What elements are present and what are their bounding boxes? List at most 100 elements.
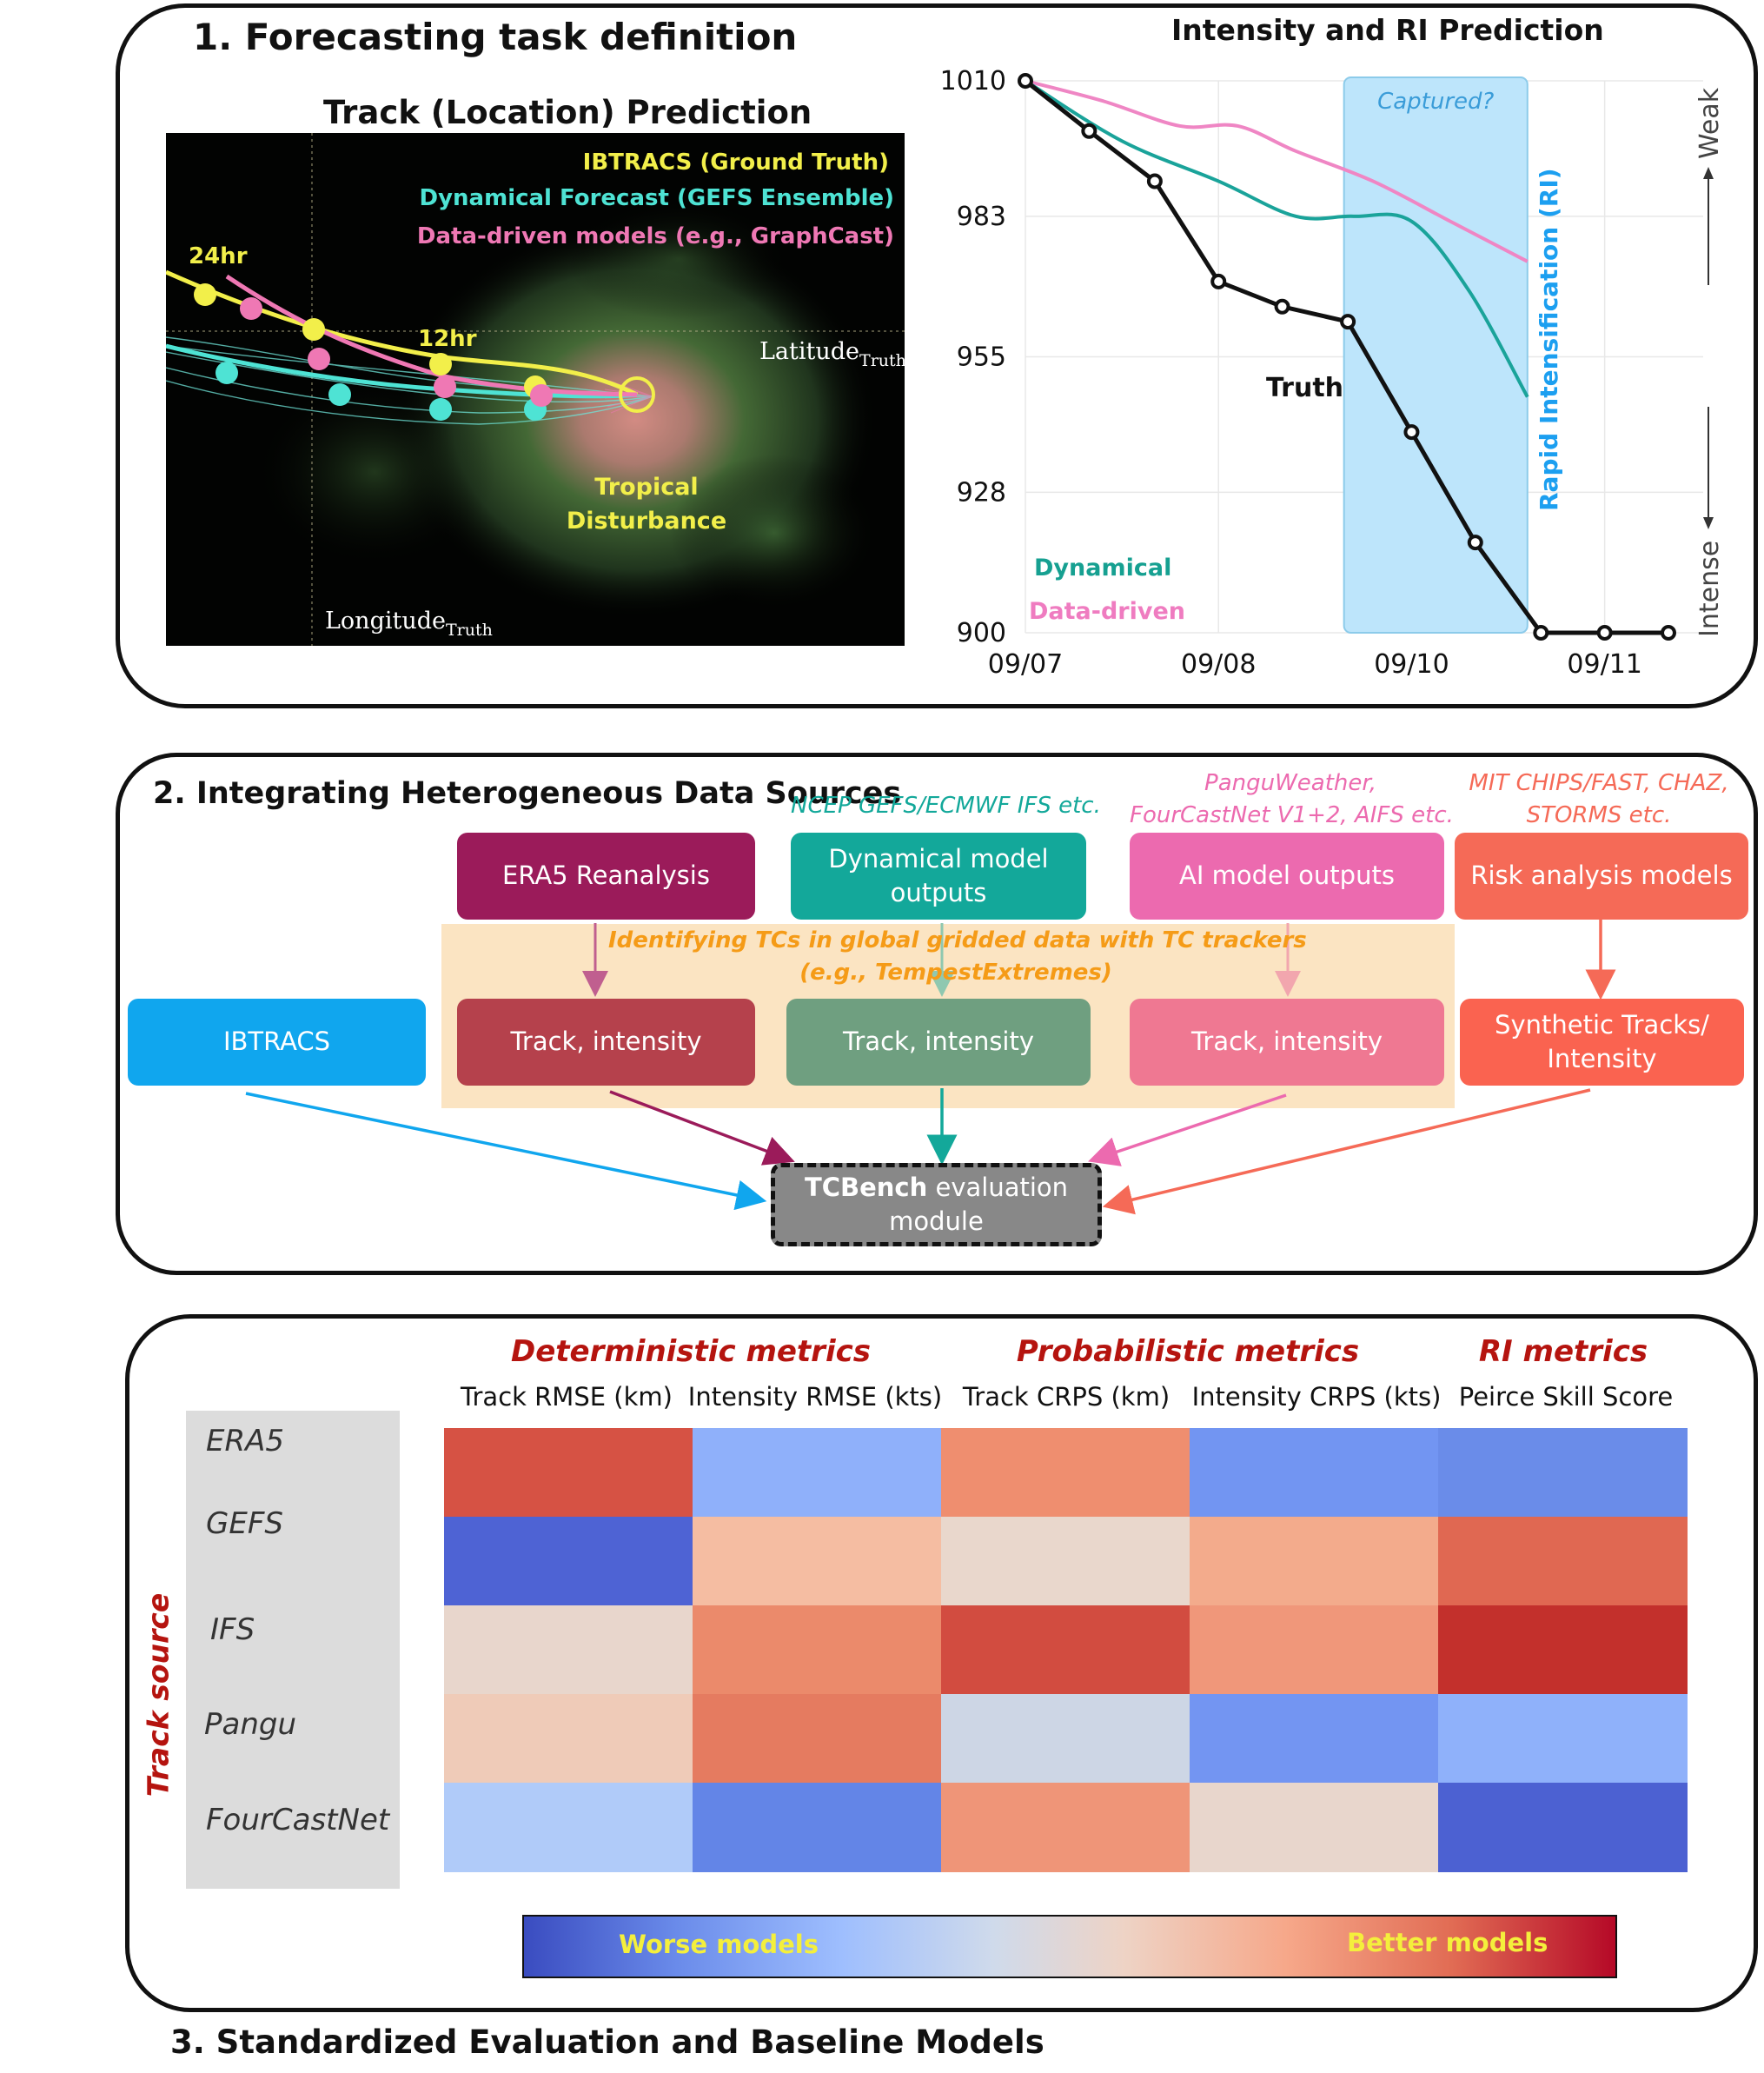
truth-point-0 <box>1018 73 1033 89</box>
truth-point-8 <box>1533 625 1549 641</box>
tcbench-evaluation: evaluation <box>927 1172 1069 1202</box>
label-disturbance-2: Disturbance <box>567 508 726 535</box>
series-line-dynamical <box>1024 79 1529 398</box>
era5-track-label: Track, intensity <box>510 1027 702 1057</box>
intense-arrow-head <box>1703 517 1714 529</box>
truth-label: Truth <box>1266 373 1343 403</box>
y-tick-4: 900 <box>957 618 1006 648</box>
truth-point-6 <box>1403 424 1420 441</box>
truth-point-9 <box>1596 625 1613 641</box>
y-axis-title: Track source <box>141 1592 176 1797</box>
row-label-pangu: Pangu <box>204 1707 297 1742</box>
heatmap-cell-era5-0 <box>444 1428 693 1518</box>
weak-arrow-head <box>1703 167 1714 179</box>
truth-point-3 <box>1210 273 1227 289</box>
svg-text:LatitudeTruth: LatitudeTruth <box>759 338 905 370</box>
tcbench-module-label: module <box>889 1206 984 1236</box>
label-12hr: 12hr <box>418 326 477 352</box>
label-latitude-sub: Truth <box>859 351 905 370</box>
heatmap-cell-fourcastnet-1 <box>693 1783 942 1872</box>
ai-outputs-box: AI model outputs <box>1130 833 1444 920</box>
note-dynamical: NCEP GEFS/ECMWF IFS etc. <box>791 793 1101 819</box>
note-ai-2: FourCastNet V1+2, AIFS etc. <box>1130 802 1454 828</box>
ri-label: Rapid Intensification (RI) <box>1535 168 1563 511</box>
legend-datadriven: Data-driven models (e.g., GraphCast) <box>417 223 894 249</box>
note-ai-1: PanguWeather, <box>1204 770 1376 796</box>
ibtracs-label: IBTRACS <box>222 1027 331 1057</box>
colorbar-worse-label: Worse models <box>619 1930 819 1959</box>
panel2-title: 2. Integrating Heterogeneous Data Source… <box>153 776 902 811</box>
heatmap-cell-ifs-4 <box>1438 1605 1688 1695</box>
column-header-3: Intensity CRPS (kts) <box>1191 1382 1442 1412</box>
dynamical-outputs-label-1: Dynamical model <box>828 843 1049 874</box>
y-tick-3: 928 <box>957 477 1006 508</box>
column-header-2: Track CRPS (km) <box>962 1382 1170 1412</box>
heatmap-cell-ifs-3 <box>1190 1605 1439 1695</box>
heatmap-cell-fourcastnet-4 <box>1438 1783 1688 1872</box>
era5-reanalysis-label: ERA5 Reanalysis <box>502 860 710 891</box>
dynamical-track-label: Track, intensity <box>842 1027 1035 1057</box>
ai-outputs-label: AI model outputs <box>1179 860 1395 891</box>
heatmap-cell-pangu-0 <box>444 1694 693 1784</box>
heatmap-cell-ifs-1 <box>693 1605 942 1695</box>
label-longitude: Longitude <box>325 608 446 635</box>
heatmap-cell-gefs-1 <box>693 1517 942 1606</box>
row-label-gefs: GEFS <box>206 1506 283 1541</box>
dynamical-outputs-label-2: outputs <box>890 878 987 907</box>
column-header-0: Track RMSE (km) <box>461 1382 673 1412</box>
datadriven-label: Data-driven <box>1029 598 1185 625</box>
x-tick-0: 09/07 <box>988 649 1063 680</box>
ai-track-box: Track, intensity <box>1130 999 1444 1086</box>
group-deterministic: Deterministic metrics <box>511 1334 871 1369</box>
panel3-title: 3. Standardized Evaluation and Baseline … <box>170 2023 1044 2061</box>
heatmap-cell-pangu-2 <box>941 1694 1190 1784</box>
ibtracs-box: IBTRACS <box>128 999 426 1086</box>
series-line-data-driven <box>1025 79 1529 263</box>
legend-truth: IBTRACS (Ground Truth) <box>583 149 889 176</box>
dynamical-outputs-box: Dynamical model outputs <box>791 833 1086 920</box>
row-label-background <box>186 1411 400 1889</box>
heatmap-cell-ifs-0 <box>444 1605 693 1695</box>
heatmap-cell-pangu-3 <box>1190 1694 1439 1784</box>
heatmap-cell-fourcastnet-2 <box>941 1783 1190 1872</box>
panel2-arrows <box>245 917 1616 1215</box>
risk-models-box: Risk analysis models <box>1455 833 1748 920</box>
heatmap-cell-era5-4 <box>1438 1428 1688 1518</box>
truth-point-10 <box>1661 625 1676 641</box>
heatmap-cell-era5-3 <box>1190 1428 1439 1518</box>
svg-text:LongitudeTruth: LongitudeTruth <box>325 608 493 640</box>
y-tick-1: 983 <box>957 202 1006 232</box>
label-disturbance-1: Tropical <box>594 474 698 501</box>
synthetic-tracks-label-1: Synthetic Tracks/ <box>1495 1009 1709 1040</box>
label-longitude-sub: Truth <box>446 621 493 640</box>
era5-reanalysis-box: ERA5 Reanalysis <box>457 833 755 920</box>
heatmap-cell-gefs-4 <box>1438 1517 1688 1606</box>
tcbench-module-box: TCBench evaluation module <box>771 1163 1102 1246</box>
heatmap-cell-fourcastnet-3 <box>1190 1783 1439 1872</box>
intensity-title: Intensity and RI Prediction <box>1171 13 1604 47</box>
group-ri: RI metrics <box>1478 1334 1648 1369</box>
heatmap-cell-ifs-2 <box>941 1605 1190 1695</box>
column-header-4: Peirce Skill Score <box>1458 1382 1674 1412</box>
colorbar-better-label: Better models <box>1347 1928 1548 1957</box>
heatmap-cell-gefs-2 <box>941 1517 1190 1606</box>
synthetic-tracks-label-2: Intensity <box>1547 1044 1657 1073</box>
label-latitude: Latitude <box>759 338 859 365</box>
heatmap-cell-era5-2 <box>941 1428 1190 1518</box>
ri-highlight-region <box>1343 76 1529 634</box>
column-header-1: Intensity RMSE (kts) <box>687 1382 943 1412</box>
truth-point-4 <box>1274 298 1290 315</box>
row-label-era5: ERA5 <box>206 1424 284 1458</box>
captured-label: Captured? <box>1377 89 1494 115</box>
note-risk-2: STORMS etc. <box>1526 802 1672 828</box>
truth-point-1 <box>1081 123 1098 139</box>
x-tick-1: 09/08 <box>1181 649 1256 680</box>
colorbar <box>522 1915 1617 1978</box>
heatmap-cell-gefs-3 <box>1190 1517 1439 1606</box>
ai-track-label: Track, intensity <box>1190 1027 1383 1057</box>
risk-models-label: Risk analysis models <box>1470 860 1733 891</box>
synthetic-tracks-box: Synthetic Tracks/Intensity <box>1460 999 1744 1086</box>
tcbench-name: TCBench <box>804 1172 928 1202</box>
track-prediction-map: IBTRACS (Ground Truth) Dynamical Forecas… <box>166 133 905 646</box>
